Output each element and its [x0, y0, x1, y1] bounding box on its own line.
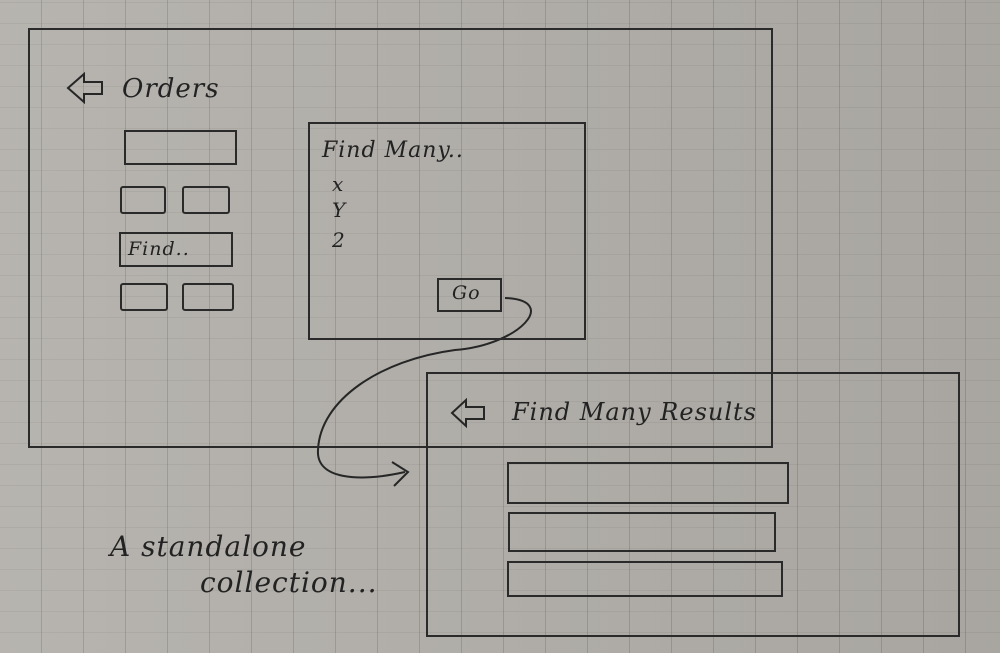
left-arrow-icon — [450, 397, 485, 429]
annotation-line-1: A standalone — [110, 530, 307, 563]
dialog-param-2: 2 — [332, 228, 346, 252]
annotation-line-2: collection... — [200, 566, 378, 599]
results-row[interactable] — [508, 512, 776, 552]
orders-small-button-3[interactable] — [120, 283, 168, 311]
results-row[interactable] — [507, 561, 783, 597]
orders-title: Orders — [122, 74, 220, 104]
find-many-dialog — [308, 122, 586, 340]
dialog-param-y: Y — [332, 198, 347, 222]
orders-screen — [28, 28, 773, 448]
dialog-param-x: x — [332, 172, 345, 196]
results-row[interactable] — [507, 462, 789, 504]
go-button[interactable] — [437, 278, 502, 312]
orders-small-button-2[interactable] — [182, 186, 230, 214]
find-many-results-screen — [426, 372, 960, 637]
orders-small-button-4[interactable] — [182, 283, 234, 311]
orders-text-field[interactable] — [124, 130, 237, 165]
orders-small-button-1[interactable] — [120, 186, 166, 214]
find-many-dialog-title: Find Many.. — [322, 138, 464, 163]
go-button-label: Go — [452, 282, 481, 304]
find-button[interactable] — [119, 232, 233, 267]
left-arrow-icon — [66, 71, 103, 105]
find-button-label: Find.. — [128, 238, 190, 260]
orders-back-button[interactable] — [66, 70, 106, 106]
results-title: Find Many Results — [512, 398, 757, 426]
results-back-button[interactable] — [450, 396, 488, 430]
